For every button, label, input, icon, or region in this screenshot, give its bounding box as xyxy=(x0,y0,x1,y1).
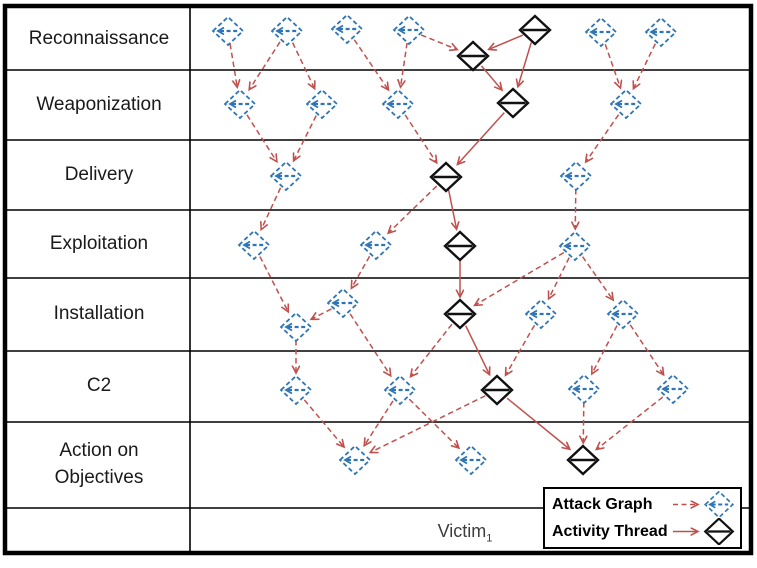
attack-graph-node xyxy=(211,15,245,47)
activity-thread-node xyxy=(480,374,514,406)
attack-graph-edge xyxy=(411,323,453,376)
activity-thread-edge xyxy=(465,325,490,375)
attack-graph-node xyxy=(338,444,372,476)
activity-thread-node xyxy=(566,444,600,476)
activity-thread-node xyxy=(443,298,477,330)
attack-graph-edge xyxy=(475,251,565,306)
attack-graph-edge xyxy=(353,39,388,90)
attack-graph-edge xyxy=(370,395,486,453)
legend-box: Attack Graph Activity Thread xyxy=(543,487,742,549)
nodes xyxy=(211,13,690,476)
attack-graph-edge xyxy=(583,401,584,443)
attack-graph-node xyxy=(524,298,558,330)
attack-graph-edge xyxy=(592,325,618,374)
attack-graph-edge xyxy=(400,42,408,87)
victim-subscript: 1 xyxy=(486,532,493,545)
attack-graph-node xyxy=(326,287,360,319)
attack-graph-node xyxy=(606,298,640,330)
attack-graph-edge xyxy=(420,34,457,50)
attack-graph-node xyxy=(270,15,304,47)
attack-graph-node xyxy=(392,14,426,46)
attack-graph-node xyxy=(559,160,593,192)
attack-graph-node xyxy=(269,160,303,192)
attack-graph-edge xyxy=(259,256,288,312)
attack-graph-edge xyxy=(596,396,664,449)
attack-graph-edge xyxy=(261,187,282,230)
attack-graph-node xyxy=(330,13,364,45)
edges xyxy=(229,34,664,453)
activity-thread-node xyxy=(518,14,552,46)
victim-label: Victim1 xyxy=(380,521,550,545)
attack-graph-node xyxy=(383,374,417,406)
attack-graph-edge xyxy=(249,41,281,90)
table-grid xyxy=(2,3,754,556)
attack-graph-edge xyxy=(349,313,391,376)
activity-thread-node xyxy=(429,161,463,193)
attack-graph-node xyxy=(558,230,592,262)
attack-graph-node xyxy=(656,373,690,405)
attack-graph-edge xyxy=(311,308,332,319)
victim-text: Victim xyxy=(437,521,487,541)
attack-graph-edge xyxy=(229,43,237,87)
attack-graph-node xyxy=(644,16,678,48)
attack-graph-node xyxy=(584,16,618,48)
activity-thread-node xyxy=(703,518,735,545)
attack-graph-node xyxy=(609,88,643,120)
attack-graph-edge xyxy=(629,324,663,375)
attack-graph-edge xyxy=(549,257,570,299)
attack-graph-node xyxy=(237,229,271,261)
activity-thread-node xyxy=(496,87,530,119)
attack-graph-edge xyxy=(388,185,438,233)
activity-thread-edge xyxy=(457,112,505,165)
attack-graph-edge xyxy=(633,43,656,89)
activity-thread-node xyxy=(456,40,490,72)
attack-graph-edge xyxy=(408,398,459,448)
attack-graph-edge xyxy=(303,399,344,447)
attack-graph-marker-icon xyxy=(673,491,735,518)
attack-graph-edge xyxy=(364,400,394,446)
attack-graph-edge xyxy=(291,42,315,89)
legend-activity-thread-label: Activity Thread xyxy=(552,522,668,540)
attack-graph-node xyxy=(223,88,257,120)
attack-graph-edge xyxy=(294,115,317,161)
activity-thread-edge xyxy=(480,65,502,90)
attack-graph-edge xyxy=(351,255,371,288)
attack-graph-node xyxy=(305,88,339,120)
outer-border xyxy=(2,3,754,556)
attack-graph-edge xyxy=(575,188,576,229)
activity-thread-edge xyxy=(518,42,532,86)
legend-attack-graph-label: Attack Graph xyxy=(552,495,653,513)
attack-graph-edge xyxy=(506,324,536,375)
activity-thread-edge xyxy=(447,189,457,230)
attack-graph-edge xyxy=(604,44,620,88)
attack-graph-node xyxy=(279,374,313,406)
attack-graph-node xyxy=(454,444,488,476)
attack-graph-node xyxy=(279,311,313,343)
attack-graph-node xyxy=(703,491,735,518)
attack-graph-node xyxy=(381,88,415,120)
legend-row-attack-graph: Attack Graph xyxy=(552,491,735,518)
attack-graph-node xyxy=(359,229,393,261)
activity-thread-edge xyxy=(506,397,570,449)
attack-graph-node xyxy=(567,373,601,405)
attack-graph-edge xyxy=(246,114,277,162)
attack-graph-edge xyxy=(404,114,437,163)
activity-thread-edge xyxy=(489,34,524,49)
legend-row-activity-thread: Activity Thread xyxy=(552,518,735,545)
activity-thread-marker-icon xyxy=(673,518,735,545)
attack-graph-edge xyxy=(586,114,620,162)
activity-thread-node xyxy=(443,230,477,262)
